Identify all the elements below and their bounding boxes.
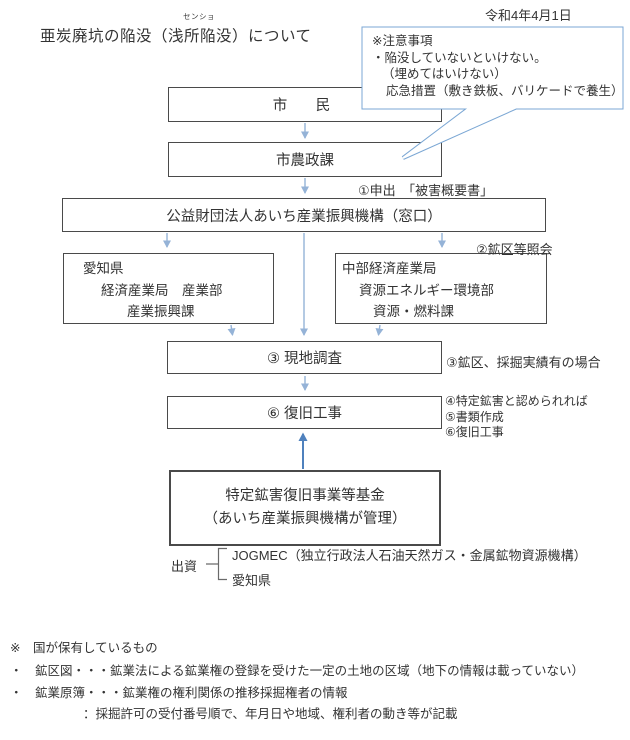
date-label: 令和4年4月1日 [485, 8, 572, 23]
aichi-line-1: 愛知県 [83, 261, 124, 276]
arrow-aichi-to-survey [227, 324, 236, 336]
annotation-step4: ④特定鉱害と認められれば [445, 394, 588, 408]
callout-note: ※注意事項 ・陥没していないといけない。 （埋めてはいけない） 応急措置（敷き鉄… [363, 28, 624, 108]
annotation-steps4-6: ④特定鉱害と認められれば ⑤書類作成 ⑥復旧工事 [445, 394, 588, 441]
box-citizen-label: 市 民 [272, 98, 338, 114]
annotation-step2: ②鉱区等照会 [476, 242, 553, 257]
box-chubu-economy-bureau: 中部経済産業局 資源エネルギー環境部 資源・燃料課 [335, 253, 547, 324]
page-title: 亜炭廃坑の陥没（浅所陥没）について [40, 28, 312, 45]
arrow-chubu-to-survey [375, 324, 384, 336]
title-ruby: センショ [183, 12, 215, 21]
chubu-line-3: 資源・燃料課 [373, 304, 454, 319]
box-aichi-prefecture: 愛知県 経済産業局 産業部 産業振興課 [63, 253, 274, 324]
fund-line-2: （あいち産業振興機構が管理） [203, 511, 407, 527]
callout-line-3: （埋めてはいけない） [382, 67, 507, 81]
aichi-line-3: 産業振興課 [127, 304, 195, 319]
note-line-3: ・ 鉱業原簿・・・鉱業権の権利関係の推移採掘権者の情報 [10, 686, 348, 700]
funding-label: 出資 [171, 559, 198, 574]
chubu-line-1: 中部経済産業局 [342, 261, 437, 276]
annotation-step5: ⑤書類作成 [445, 409, 504, 424]
callout-line-2: ・陥没していないといけない。 [372, 50, 547, 65]
box-survey-label: ③ 現地調査 [266, 351, 343, 367]
note-line-1: ※ 国が保有しているもの [10, 641, 158, 655]
callout-line-4: 応急措置（敷き鉄板、バリケードで養生） [386, 83, 624, 98]
box-repair-label: ⑥ 復旧工事 [266, 406, 343, 422]
box-city-agriculture-dept: 市農政課 [168, 142, 442, 177]
box-city-dept-label: 市農政課 [276, 153, 334, 169]
box-aichi-industry-promotion-org: 公益財団法人あいち産業振興機構（窓口） [62, 198, 546, 232]
funding-item-jogmec: JOGMEC（独立行政法人石油天然ガス・金属鉱物資源機構） [232, 548, 587, 563]
box-repair-work: ⑥ 復旧工事 [167, 396, 442, 429]
aichi-line-2: 経済産業局 産業部 [101, 282, 223, 298]
annotation-step3: ③鉱区、採掘実績有の場合 [446, 355, 601, 370]
chubu-line-2: 資源エネルギー環境部 [359, 282, 494, 298]
box-org-label: 公益財団法人あいち産業振興機構（窓口） [166, 208, 442, 225]
box-restoration-fund: 特定鉱害復旧事業等基金 （あいち産業振興機構が管理） [169, 470, 441, 546]
annotation-step6: ⑥復旧工事 [445, 425, 504, 439]
annotation-step1: ①申出 「被害概要書」 [358, 183, 494, 198]
callout-line-1: ※注意事項 [372, 34, 433, 48]
note-line-4: ：採掘許可の受付番号順で、年月日や地域、権利者の動き等が記載 [83, 707, 458, 721]
funding-brace [206, 547, 227, 581]
funding-item-aichi: 愛知県 [232, 573, 272, 588]
fund-line-1: 特定鉱害復旧事業等基金 [225, 488, 385, 504]
note-line-2: ・ 鉱区図・・・鉱業法による鉱業権の登録を受けた一定の土地の区域（地下の情報は載… [10, 664, 585, 678]
box-site-survey: ③ 現地調査 [167, 341, 442, 374]
